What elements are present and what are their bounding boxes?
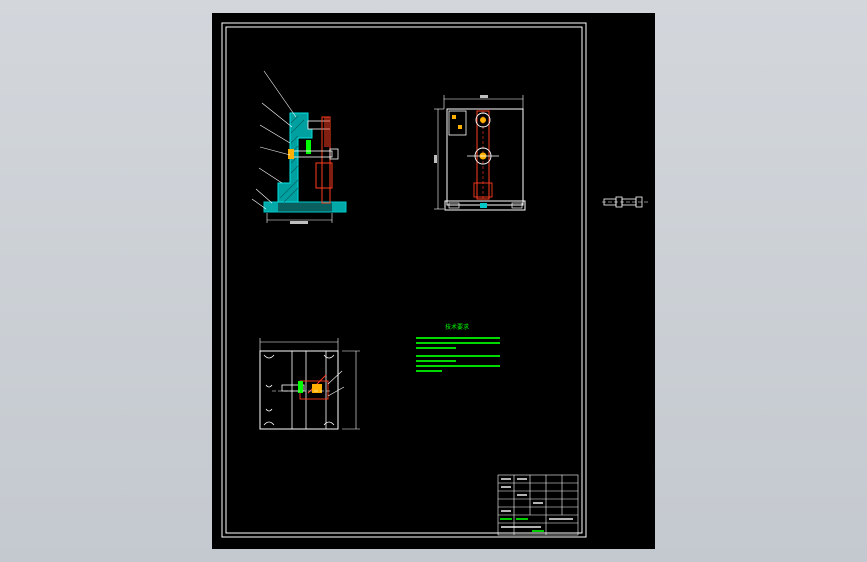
side-base-center bbox=[480, 203, 487, 208]
upright-body bbox=[277, 112, 313, 203]
base-slot-right bbox=[332, 202, 346, 212]
title-block-frame bbox=[497, 474, 579, 536]
lever-pin bbox=[324, 117, 329, 147]
detail-pin-view bbox=[602, 196, 650, 208]
cad-drawing-canvas[interactable]: 技术要求 bbox=[212, 13, 655, 549]
title-block-green-labels bbox=[500, 518, 544, 532]
top-plate bbox=[259, 350, 339, 430]
section-hatch bbox=[279, 115, 305, 203]
notes-text-lines bbox=[416, 337, 500, 372]
top-view bbox=[259, 338, 360, 430]
upper-knuckle bbox=[475, 112, 491, 128]
upper-knuckle-pin bbox=[480, 117, 486, 123]
u-slots bbox=[263, 354, 335, 426]
top-dimension bbox=[443, 95, 524, 109]
detail-head bbox=[635, 196, 643, 208]
height-dimension bbox=[434, 108, 444, 210]
inner-border bbox=[225, 26, 583, 534]
notes-title: 技术要求 bbox=[445, 323, 469, 331]
height-dimension-text bbox=[434, 155, 437, 163]
leader-lines bbox=[251, 70, 297, 210]
drawing-sheet: 技术要求 bbox=[221, 22, 650, 538]
side-view bbox=[434, 95, 526, 211]
top-nut bbox=[312, 384, 322, 393]
width-dimension-text bbox=[290, 221, 308, 224]
side-base-slot-right bbox=[511, 202, 523, 209]
top-dimension-text bbox=[480, 95, 488, 98]
section-view bbox=[251, 70, 347, 224]
top-leaders bbox=[327, 370, 345, 397]
width-dimension bbox=[266, 213, 333, 223]
lever-foot bbox=[315, 162, 333, 189]
top-locating-pin bbox=[298, 381, 303, 393]
side-base bbox=[444, 200, 526, 211]
side-bolt-2 bbox=[458, 125, 462, 129]
outer-border bbox=[221, 22, 587, 538]
side-lower-foot bbox=[473, 182, 493, 198]
top-view-height-dimension bbox=[342, 350, 360, 430]
sheet-frame bbox=[221, 22, 587, 538]
side-mounting-block bbox=[448, 110, 467, 136]
technical-requirements: 技术要求 bbox=[416, 323, 500, 372]
side-bolt-1 bbox=[452, 115, 456, 119]
bolt-head bbox=[288, 149, 294, 159]
base-slot-left bbox=[264, 202, 278, 212]
title-block bbox=[497, 474, 579, 536]
locating-pin bbox=[306, 140, 311, 154]
side-base-slot-left bbox=[448, 202, 460, 209]
top-view-width-dimension bbox=[259, 338, 339, 351]
bolt-nut bbox=[329, 148, 339, 160]
title-block-text bbox=[501, 478, 573, 528]
